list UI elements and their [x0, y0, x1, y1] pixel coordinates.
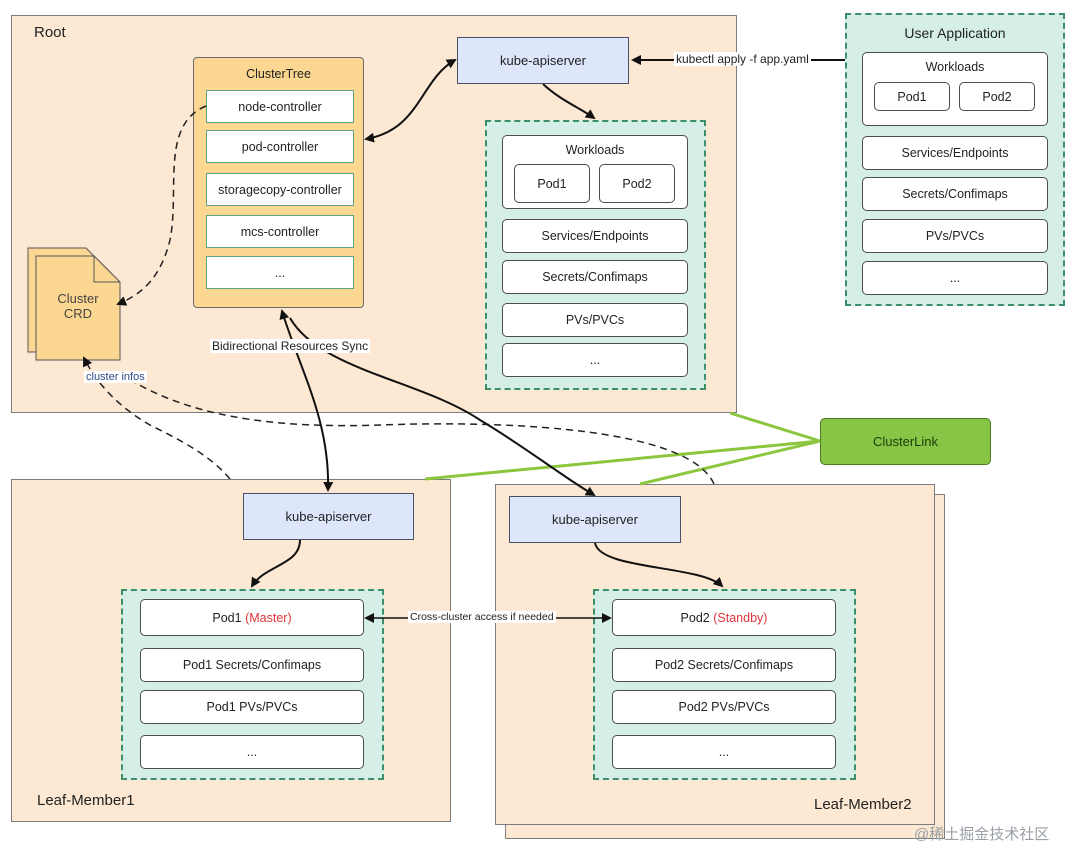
root-pod1[interactable]: Pod1: [514, 164, 590, 203]
clusterlink-node[interactable]: ClusterLink: [820, 418, 991, 465]
leaf1-kube-apiserver[interactable]: kube-apiserver: [243, 493, 414, 540]
mcs-controller[interactable]: mcs-controller: [206, 215, 354, 248]
leaf2-pod2-standby[interactable]: Pod2 (Standby): [612, 599, 836, 636]
user-pvs-pvcs[interactable]: PVs/PVCs: [862, 219, 1048, 253]
user-secrets-configmaps[interactable]: Secrets/Confimaps: [862, 177, 1048, 211]
node-controller[interactable]: node-controller: [206, 90, 354, 123]
watermark: @稀土掘金技术社区: [914, 826, 1050, 843]
cluster-tree-title: ClusterTree: [246, 67, 311, 81]
leaf2-secrets-configmaps[interactable]: Pod2 Secrets/Confimaps: [612, 648, 836, 682]
user-resources-more[interactable]: ...: [862, 261, 1048, 295]
leaf1-pod-name: Pod1: [212, 610, 242, 625]
leaf2-pod-name: Pod2: [680, 610, 710, 625]
leaf-member2-label: Leaf-Member2: [814, 796, 912, 813]
user-workloads-title: Workloads: [925, 60, 985, 74]
storagecopy-controller[interactable]: storagecopy-controller: [206, 173, 354, 206]
sync-label: Bidirectional Resources Sync: [210, 339, 371, 353]
cluster-infos-label: cluster infos: [84, 371, 147, 383]
leaf2-pod-role: (Standby): [713, 610, 768, 625]
crd-line-2: CRD: [63, 306, 93, 321]
leaf1-pvs-pvcs[interactable]: Pod1 PVs/PVCs: [140, 690, 364, 724]
root-pvs-pvcs[interactable]: PVs/PVCs: [502, 303, 688, 337]
leaf1-secrets-configmaps[interactable]: Pod1 Secrets/Confimaps: [140, 648, 364, 682]
leaf1-pod1-master[interactable]: Pod1 (Master): [140, 599, 364, 636]
leaf2-more[interactable]: ...: [612, 735, 836, 769]
crd-line-1: Cluster: [57, 291, 99, 306]
controller-more[interactable]: ...: [206, 256, 354, 289]
root-secrets-configmaps[interactable]: Secrets/Confimaps: [502, 260, 688, 294]
root-pod2[interactable]: Pod2: [599, 164, 675, 203]
leaf2-kube-apiserver[interactable]: kube-apiserver: [509, 496, 681, 543]
kubectl-label: kubectl apply -f app.yaml: [674, 52, 811, 66]
leaf-member1-label: Leaf-Member1: [37, 792, 135, 809]
leaf1-more[interactable]: ...: [140, 735, 364, 769]
root-resources-more[interactable]: ...: [502, 343, 688, 377]
root-label: Root: [34, 24, 66, 41]
root-services-endpoints[interactable]: Services/Endpoints: [502, 219, 688, 253]
clusterlink-lines: [424, 411, 821, 486]
user-pod1[interactable]: Pod1: [874, 82, 950, 111]
cross-cluster-label: Cross-cluster access if needed: [408, 611, 556, 623]
leaf2-pvs-pvcs[interactable]: Pod2 PVs/PVCs: [612, 690, 836, 724]
user-services-endpoints[interactable]: Services/Endpoints: [862, 136, 1048, 170]
cluster-crd-label: Cluster CRD: [40, 291, 116, 321]
root-workloads-title: Workloads: [565, 143, 625, 157]
leaf1-pod-role: (Master): [245, 610, 292, 625]
user-pod2[interactable]: Pod2: [959, 82, 1035, 111]
root-kube-apiserver[interactable]: kube-apiserver: [457, 37, 629, 84]
user-application-title: User Application: [904, 25, 1006, 41]
pod-controller[interactable]: pod-controller: [206, 130, 354, 163]
